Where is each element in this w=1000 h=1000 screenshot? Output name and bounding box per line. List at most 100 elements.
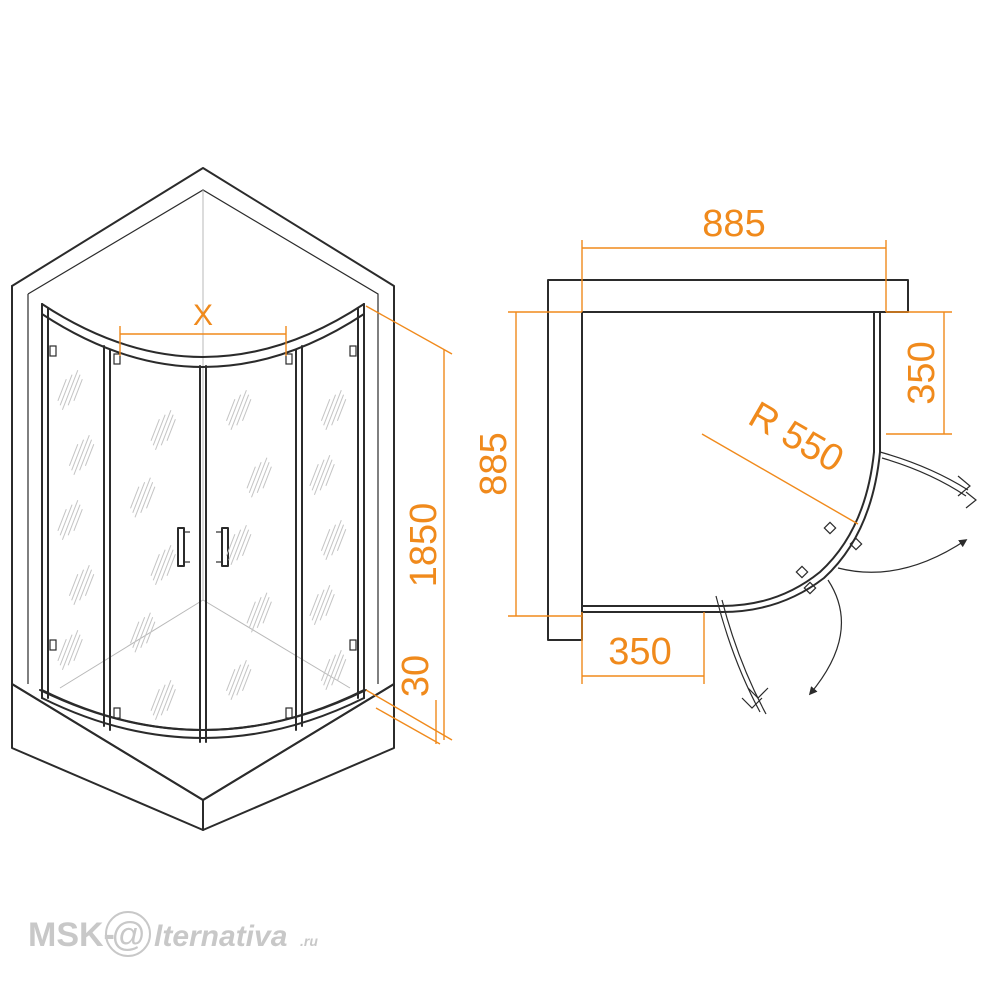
glass-hatch-stroke [336, 399, 347, 421]
glass-hatch-stroke [230, 525, 247, 565]
glass-hatch-stroke [246, 601, 256, 624]
back-walls [11, 167, 395, 689]
glass-hatch-stroke [309, 594, 319, 616]
glass-hatch-stroke [160, 414, 174, 446]
plan-view: 885 885 350 350 R 550 [473, 203, 977, 715]
watermark: MSK- @ lternativa .ru [28, 911, 318, 957]
glass-hatch-stroke [130, 621, 140, 644]
dimension-plan-width-label: 885 [702, 203, 765, 245]
glass-hatch-stroke [59, 504, 73, 536]
glass-hatch-stroke [325, 594, 335, 616]
glass-hatch-stroke [323, 654, 337, 686]
glass-hatch-stroke [230, 660, 247, 700]
glass-hatch-stroke [262, 466, 272, 489]
glass-hatch-stroke [320, 399, 331, 421]
glass-hatch-stroke [246, 466, 256, 489]
glass-hatch-stroke [57, 509, 67, 531]
glass-hatch-stroke [325, 650, 342, 690]
glass-hatch-stroke [331, 524, 345, 556]
glass-hatch-stroke [140, 482, 154, 513]
glass-hatch-stroke [152, 414, 166, 446]
watermark-at-sign: @ [111, 916, 146, 954]
glass-hatch-stroke [323, 524, 337, 556]
plan-open-doors [715, 451, 977, 715]
glass-hatch-stroke [155, 680, 172, 720]
glass-hatch-stroke [79, 569, 93, 601]
glass-hatch-stroke [68, 444, 79, 466]
glass-hatch-stroke [236, 529, 250, 561]
glass-hatch-stroke [228, 394, 242, 426]
glass-hatch-stroke [311, 589, 325, 621]
glass-hatch-stroke [256, 597, 270, 628]
dimension-base-label: 30 [395, 655, 437, 697]
glass-hatch-stroke [79, 439, 93, 471]
glass-hatch-stroke [325, 464, 335, 486]
glass-hatch-stroke [228, 664, 242, 696]
glass-reflection-hatching [57, 370, 347, 720]
panel-profiles [41, 303, 365, 743]
glass-hatch-stroke [146, 486, 156, 509]
glass-hatch-stroke [67, 504, 81, 536]
glass-hatch-stroke [146, 621, 156, 644]
door-handles [177, 527, 229, 567]
dimension-height: 1850 [365, 305, 453, 741]
glass-hatch-stroke [68, 574, 79, 596]
glass-hatch-stroke [61, 630, 79, 670]
glass-hatch-stroke [248, 462, 262, 493]
glass-hatch-stroke [256, 462, 270, 493]
dimension-fixed-side-label: 350 [901, 341, 943, 404]
dimension-radius-label: R 550 [742, 394, 851, 481]
dimension-radius: R 550 [701, 394, 859, 525]
glass-hatch-stroke [311, 459, 325, 491]
glass-hatch-stroke [331, 654, 345, 686]
dimension-height-label: 1850 [403, 503, 445, 588]
glass-hatch-stroke [309, 464, 319, 486]
glass-hatch-stroke [57, 639, 67, 661]
glass-hatch-stroke [59, 374, 73, 406]
glass-hatch-stroke [319, 589, 333, 621]
glass-hatch-stroke [84, 574, 95, 596]
glass-hatch-stroke [59, 634, 73, 666]
glass-hatch-stroke [73, 435, 90, 475]
glass-hatch-stroke [226, 534, 236, 556]
plan-fixed-panels [581, 311, 881, 613]
glass-hatch-stroke [226, 669, 236, 691]
glass-hatch-stroke [73, 639, 83, 661]
glass-hatch-stroke [134, 612, 151, 653]
watermark-tld: .ru [300, 933, 318, 949]
glass-hatch-stroke [155, 410, 172, 450]
glass-hatch-stroke [132, 482, 146, 513]
glass-hatch-stroke [57, 379, 67, 401]
glass-hatch-stroke [323, 394, 337, 426]
glass-hatch-stroke [150, 689, 160, 711]
glass-hatch-stroke [262, 601, 272, 624]
glass-hatch-stroke [320, 529, 331, 551]
dimension-fixed-bottom-label: 350 [608, 631, 671, 673]
glass-hatch-stroke [84, 444, 95, 466]
plan-swing-arrows [808, 539, 968, 696]
dimension-base: 30 [375, 655, 441, 745]
glass-hatch-stroke [152, 684, 166, 716]
glass-hatch-stroke [242, 399, 252, 421]
perspective-view: X 1850 30 [11, 167, 453, 831]
glass-hatch-stroke [132, 617, 146, 648]
glass-hatch-stroke [228, 529, 242, 561]
glass-hatch-stroke [61, 370, 79, 410]
glass-hatch-stroke [134, 477, 151, 518]
glass-hatch-stroke [150, 419, 160, 441]
dimension-plan-depth-label: 885 [473, 432, 515, 495]
glass-hatch-stroke [155, 545, 172, 585]
dimension-fixed-bottom: 350 [581, 612, 705, 684]
glass-hatch-stroke [236, 394, 250, 426]
glass-hatch-stroke [313, 585, 331, 625]
glass-hatch-stroke [251, 592, 268, 633]
glass-hatch-stroke [242, 534, 252, 556]
watermark-suffix: lternativa [154, 920, 287, 953]
glass-hatch-stroke [71, 569, 85, 601]
glass-hatch-stroke [140, 617, 154, 648]
glass-hatch-stroke [61, 500, 79, 540]
glass-hatch-stroke [73, 379, 83, 401]
glass-hatch-stroke [166, 554, 176, 576]
glass-hatch-stroke [226, 399, 236, 421]
